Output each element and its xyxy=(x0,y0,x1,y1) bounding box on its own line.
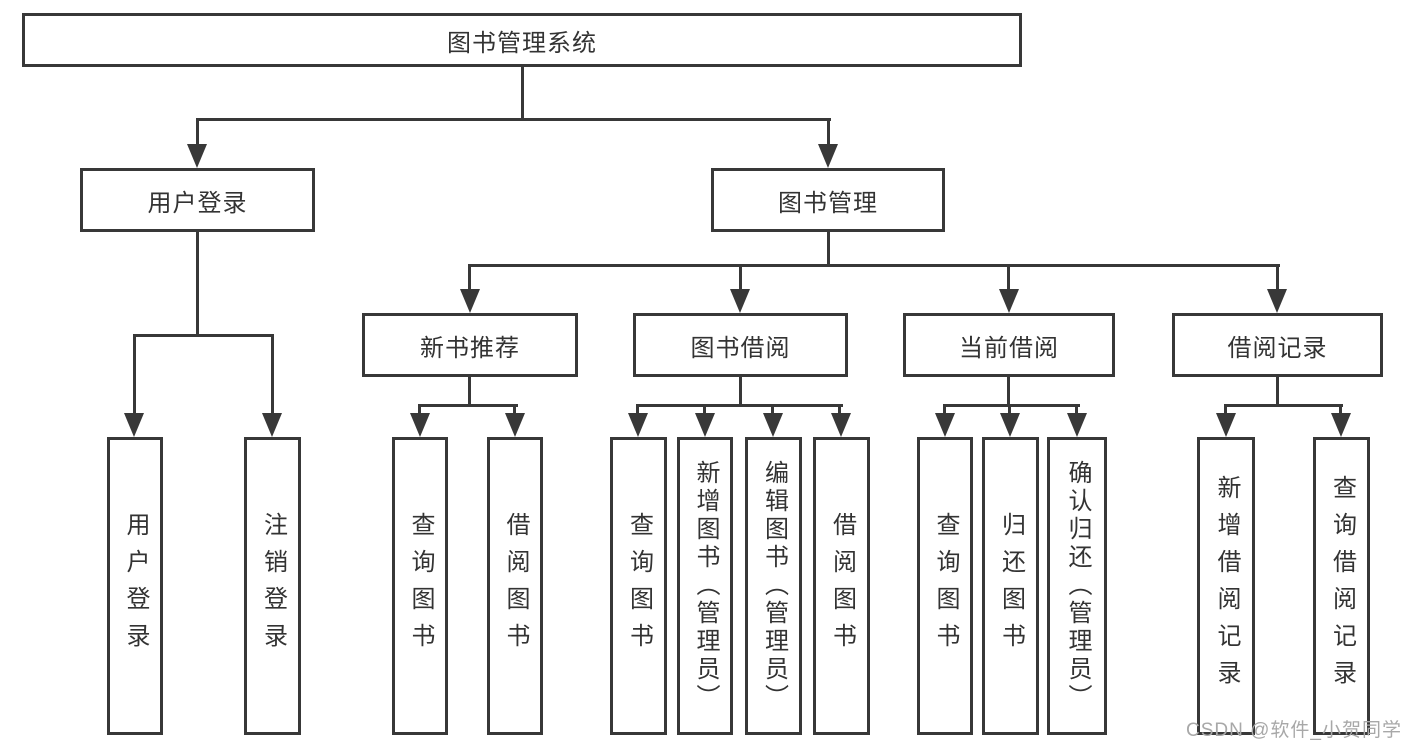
node-book-borrow-label: 图书借阅 xyxy=(690,334,791,362)
connector-borrowrecords-stem-1 xyxy=(1224,404,1227,418)
connector-newbook-vertical xyxy=(468,377,471,407)
node-book-borrow: 图书借阅 xyxy=(633,313,848,377)
arrowhead-nb-borrow xyxy=(505,413,525,437)
connector-bookmgmt-stem-4 xyxy=(1276,264,1279,292)
arrowhead-bb-query xyxy=(628,413,648,437)
leaf-newbook-query-label: 查询图书 xyxy=(407,512,434,660)
node-borrow-records: 借阅记录 xyxy=(1172,313,1383,377)
node-borrow-records-label: 借阅记录 xyxy=(1227,334,1328,362)
connector-root-stem-right xyxy=(827,118,830,146)
arrowhead-bb-add xyxy=(695,413,715,437)
connector-userlogin-stem-left xyxy=(133,334,136,416)
leaf-records-query-label: 查询借阅记录 xyxy=(1328,475,1356,697)
leaf-user-login: 用户登录 xyxy=(107,437,163,735)
arrowhead-bb-borrow xyxy=(831,413,851,437)
connector-newbook-stem-2 xyxy=(513,404,516,418)
node-user-login: 用户登录 xyxy=(80,168,315,232)
leaf-currentborrow-return: 归还图书 xyxy=(982,437,1039,735)
connector-currentborrow-horizontal xyxy=(943,404,1080,407)
connector-root-vertical xyxy=(521,67,524,120)
connector-bookmgmt-stem-1 xyxy=(468,264,471,292)
leaf-bookborrow-edit-label: 编辑图书（管理员） xyxy=(760,460,788,712)
leaf-newbook-query: 查询图书 xyxy=(392,437,448,735)
connector-root-horizontal xyxy=(196,118,831,121)
leaf-currentborrow-query: 查询图书 xyxy=(917,437,973,735)
node-current-borrow-label: 当前借阅 xyxy=(959,334,1059,362)
connector-userlogin-horizontal xyxy=(133,334,274,337)
leaf-currentborrow-confirm-label: 确认归还（管理员） xyxy=(1064,460,1091,712)
connector-borrowrecords-stem-2 xyxy=(1339,404,1342,418)
connector-currentborrow-stem-3 xyxy=(1075,404,1078,418)
leaf-logout: 注销登录 xyxy=(244,437,301,735)
connector-borrowrecords-horizontal xyxy=(1224,404,1343,407)
arrowhead-current-borrow xyxy=(999,289,1019,313)
arrowhead-cb-return xyxy=(1000,413,1020,437)
arrowhead-cb-query xyxy=(935,413,955,437)
arrowhead-br-add xyxy=(1216,413,1236,437)
leaf-bookborrow-edit: 编辑图书（管理员） xyxy=(745,437,802,735)
connector-currentborrow-stem-2 xyxy=(1008,404,1011,418)
arrowhead-leaf-logout xyxy=(262,413,282,437)
connector-bookborrow-stem-1 xyxy=(636,404,639,418)
connector-bookmgmt-stem-2 xyxy=(739,264,742,292)
connector-currentborrow-vertical xyxy=(1007,377,1010,407)
connector-bookborrow-stem-2 xyxy=(703,404,706,418)
connector-userlogin-stem-right xyxy=(271,334,274,416)
leaf-newbook-borrow: 借阅图书 xyxy=(487,437,543,735)
leaf-currentborrow-query-label: 查询图书 xyxy=(932,512,959,660)
arrowhead-borrow-records xyxy=(1267,289,1287,313)
arrowhead-new-book xyxy=(460,289,480,313)
connector-bookborrow-horizontal xyxy=(636,404,843,407)
leaf-records-add-label: 新增借阅记录 xyxy=(1213,475,1240,697)
connector-bookmgmt-vertical xyxy=(827,232,830,266)
leaf-records-add: 新增借阅记录 xyxy=(1197,437,1255,735)
leaf-currentborrow-return-label: 归还图书 xyxy=(997,512,1025,660)
arrowhead-book-borrow xyxy=(730,289,750,313)
node-book-mgmt: 图书管理 xyxy=(711,168,945,232)
connector-userlogin-vertical xyxy=(196,232,199,336)
leaf-user-login-label: 用户登录 xyxy=(122,512,149,660)
node-new-book: 新书推荐 xyxy=(362,313,578,377)
leaf-bookborrow-add: 新增图书（管理员） xyxy=(677,437,733,735)
leaf-logout-label: 注销登录 xyxy=(259,512,287,660)
leaf-bookborrow-borrow-label: 借阅图书 xyxy=(828,512,856,660)
connector-borrowrecords-vertical xyxy=(1276,377,1279,407)
arrowhead-br-query xyxy=(1331,413,1351,437)
node-library-system: 图书管理系统 xyxy=(22,13,1022,67)
connector-bookmgmt-horizontal xyxy=(468,264,1280,267)
leaf-bookborrow-query-label: 查询图书 xyxy=(625,512,653,660)
leaf-bookborrow-add-label: 新增图书（管理员） xyxy=(692,460,719,712)
leaf-currentborrow-confirm: 确认归还（管理员） xyxy=(1047,437,1107,735)
node-new-book-label: 新书推荐 xyxy=(420,334,520,362)
arrowhead-book-mgmt xyxy=(818,144,838,168)
connector-bookmgmt-stem-3 xyxy=(1007,264,1010,292)
node-book-mgmt-label: 图书管理 xyxy=(778,189,878,217)
connector-newbook-horizontal xyxy=(418,404,518,407)
connector-currentborrow-stem-1 xyxy=(943,404,946,418)
arrowhead-leaf-login xyxy=(124,413,144,437)
arrowhead-bb-edit xyxy=(763,413,783,437)
leaf-records-query: 查询借阅记录 xyxy=(1313,437,1370,735)
connector-newbook-stem-1 xyxy=(418,404,421,418)
leaf-bookborrow-query: 查询图书 xyxy=(610,437,667,735)
connector-bookborrow-stem-3 xyxy=(771,404,774,418)
node-current-borrow: 当前借阅 xyxy=(903,313,1115,377)
csdn-watermark: CSDN @软件_小贺同学 xyxy=(1186,720,1402,741)
node-library-system-label: 图书管理系统 xyxy=(447,29,597,57)
node-user-login-label: 用户登录 xyxy=(147,189,248,217)
arrowhead-cb-confirm xyxy=(1067,413,1087,437)
arrowhead-user-login xyxy=(187,144,207,168)
leaf-newbook-borrow-label: 借阅图书 xyxy=(502,512,529,660)
connector-bookborrow-stem-4 xyxy=(838,404,841,418)
leaf-bookborrow-borrow: 借阅图书 xyxy=(813,437,870,735)
connector-bookborrow-vertical xyxy=(739,377,742,407)
arrowhead-nb-query xyxy=(410,413,430,437)
connector-root-stem-left xyxy=(196,118,199,146)
